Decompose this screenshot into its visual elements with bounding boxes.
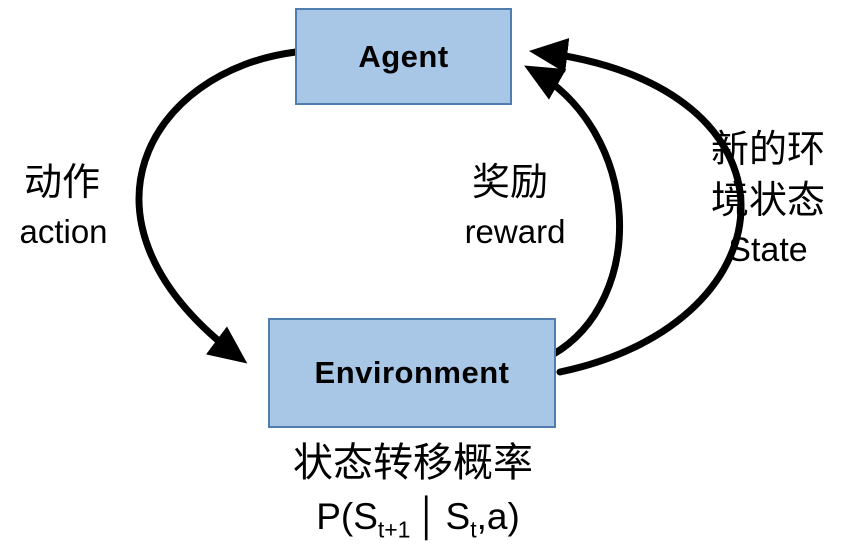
agent-box: Agent [295, 8, 512, 105]
formula-bar: │ [416, 496, 440, 537]
state-arrow [528, 38, 745, 376]
action-label-zh: 动作 [23, 162, 100, 204]
action-label-en: action [19, 213, 108, 250]
transition-probability-formula: P(St+1│St,a) [268, 492, 568, 542]
state-label-zh-line1: 新的环 [710, 129, 825, 171]
state-label-en: State [728, 230, 808, 269]
reward-label-en: reward [464, 213, 566, 250]
environment-box: Environment [268, 318, 556, 428]
formula-sub2: t [470, 516, 477, 543]
reward-arrow [524, 65, 624, 359]
formula-sub1: t+1 [377, 516, 411, 543]
environment-label: Environment [314, 355, 510, 390]
transition-probability-label: 状态转移概率 [293, 441, 533, 485]
agent-label: Agent [358, 38, 449, 74]
formula-part3: ,a) [476, 496, 520, 537]
action-arrow [135, 48, 300, 364]
reward-label-zh: 奖励 [471, 162, 548, 204]
state-label-zh-line2: 境状态 [710, 180, 825, 223]
state-label: 新的环 境状态 State [688, 125, 848, 273]
formula-part1: P(S [316, 496, 378, 537]
formula-part2: S [445, 496, 471, 537]
